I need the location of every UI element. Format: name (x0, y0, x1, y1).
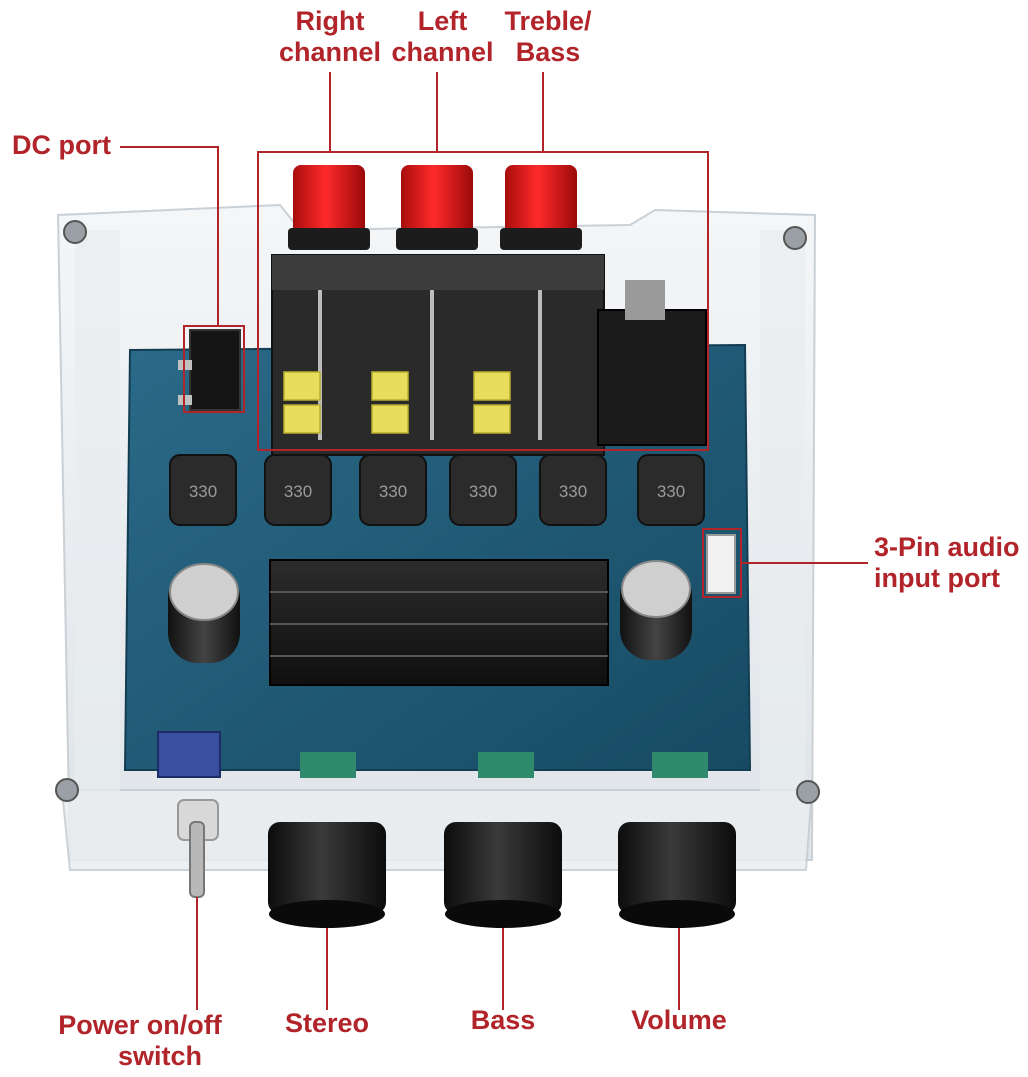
volume-label: Volume (631, 1005, 727, 1035)
stereo-label: Stereo (284, 1008, 370, 1038)
inductor-2 (264, 454, 332, 526)
control-knobs (268, 822, 736, 928)
treble-bass-label-line1: Treble/ (504, 6, 592, 36)
potentiometer-bases (300, 752, 708, 778)
inductor-marking: 330 (559, 482, 587, 501)
right-channel-label-line1: Right (295, 6, 365, 36)
left-channel-label: Left channel (385, 6, 500, 68)
power-switch-label-line1: Power on/off (58, 1010, 222, 1040)
inductor-1 (169, 454, 237, 526)
dc-port-label: DC port (12, 130, 111, 160)
audio-input-label-line1: 3-Pin audio (874, 532, 1020, 562)
corner-screws (55, 220, 820, 804)
audio-input-label: 3-Pin audio input port (874, 532, 1020, 594)
inductor-4 (449, 454, 517, 526)
yellow-capacitors (283, 371, 511, 434)
three-pin-connector (706, 534, 736, 594)
heatsink (269, 559, 609, 686)
treble-bass-label-line2: Bass (515, 37, 581, 67)
inductor-5 (539, 454, 607, 526)
power-toggle-switch (177, 799, 219, 898)
inductor-3 (359, 454, 427, 526)
bass-label: Bass (470, 1005, 536, 1035)
inductor-marking: 330 (379, 482, 407, 501)
right-channel-label-line2: channel (278, 37, 382, 67)
trimmer-block (157, 731, 221, 778)
inductor-marking: 330 (657, 482, 685, 501)
speaker-terminal-block (271, 254, 605, 456)
input-jack (597, 280, 707, 446)
inductor-row: 330 330 330 330 330 330 (169, 454, 705, 526)
audio-input-label-line2: input port (874, 563, 1000, 593)
inductor-marking: 330 (284, 482, 312, 501)
power-switch-label: Power on/off switch (40, 1010, 240, 1072)
power-switch-label-line2: switch (117, 1041, 203, 1071)
callout-leaders (120, 72, 868, 1010)
terminals-highlight-box (257, 151, 709, 451)
dc-port-highlight-box (183, 325, 245, 413)
electrolytic-capacitors (168, 560, 692, 663)
dc-port-leader (120, 146, 219, 326)
inductor-marking: 330 (189, 482, 217, 501)
red-terminal-caps (288, 165, 582, 250)
inductor-marking: 330 (469, 482, 497, 501)
left-channel-label-line1: Left (417, 6, 468, 36)
treble-bass-label: Treble/ Bass (498, 6, 598, 68)
right-channel-label: Right channel (270, 6, 390, 68)
inductor-6 (637, 454, 705, 526)
left-channel-label-line2: channel (391, 37, 494, 67)
